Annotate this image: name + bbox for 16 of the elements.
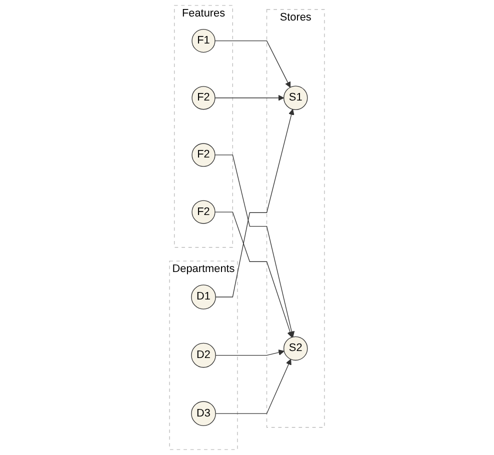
arrow: [214, 40, 291, 88]
node-circle: S2: [283, 336, 308, 361]
arrow: [214, 94, 284, 101]
node-circle: S1: [283, 86, 308, 110]
node-circle: D1: [191, 284, 216, 310]
node-circle: F2: [192, 143, 216, 167]
node-circle: F2: [192, 86, 216, 110]
arrow: [214, 154, 295, 338]
node-circle: F1: [192, 29, 216, 53]
node-circle: D2: [191, 342, 216, 368]
arrow: [215, 109, 294, 298]
arrow: [214, 212, 294, 338]
node-circle: F2: [192, 200, 216, 224]
arrow: [215, 358, 292, 414]
arrow: [215, 350, 284, 356]
node-circle: D3: [191, 401, 216, 426]
